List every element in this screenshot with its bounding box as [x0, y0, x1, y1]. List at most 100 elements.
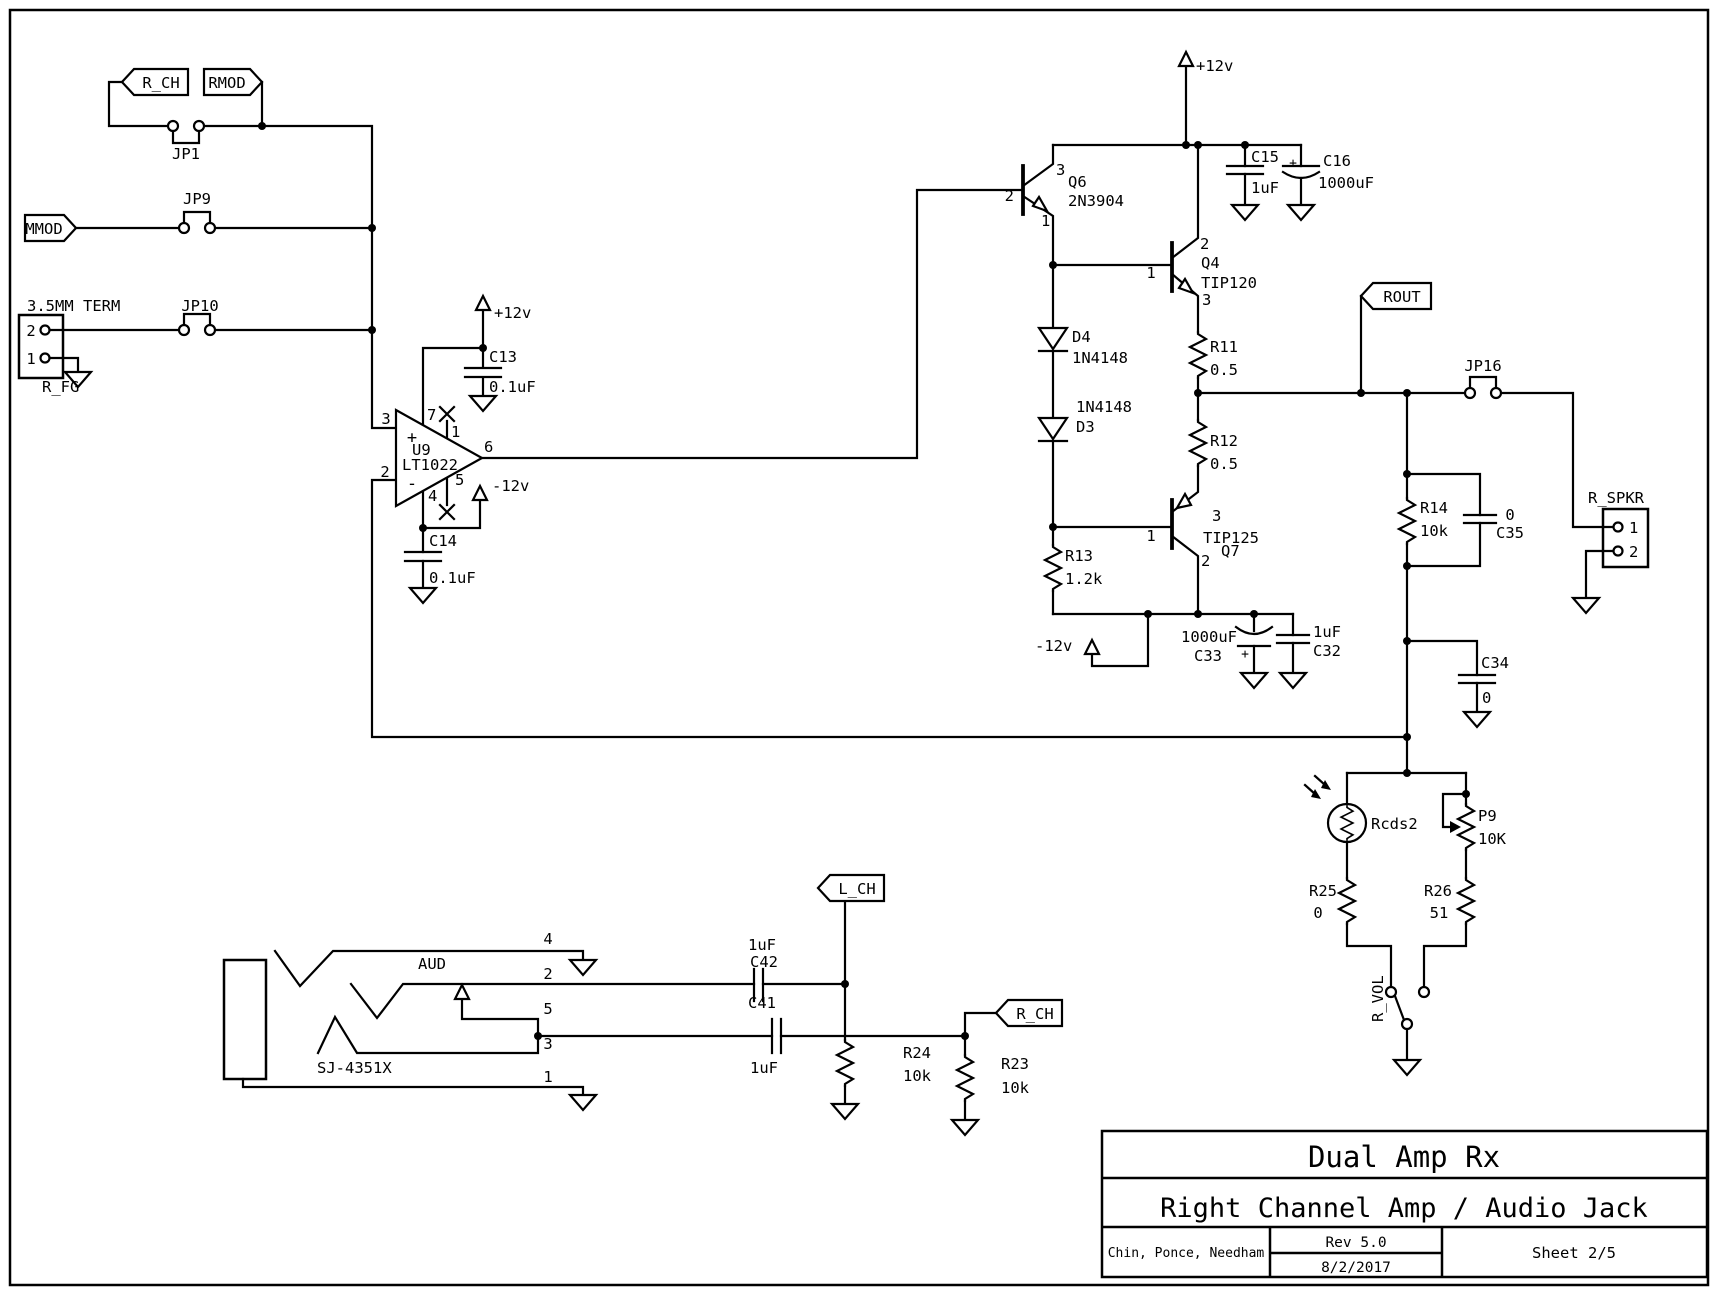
term-pin1-label: 1 [26, 350, 35, 368]
jp10-pad-b [203, 323, 217, 337]
c16-plates [1281, 164, 1321, 180]
flag-r-ch-jack-label: R_CH [1016, 1005, 1053, 1023]
wire-q4-emitter [1170, 272, 1200, 334]
q7-emitter-arrow-icon [1174, 491, 1193, 510]
n12-label: -12v [492, 477, 529, 495]
r13-ref: R13 [1065, 547, 1093, 565]
junction-dots [258, 122, 1470, 1040]
spkr-pin1-pad [1612, 521, 1624, 533]
n12-arrow-icon [471, 484, 489, 502]
term-pin2-label: 2 [26, 322, 35, 340]
r12-ref: R12 [1210, 432, 1238, 450]
r23-resistor [955, 1053, 975, 1103]
c32-value: 1uF [1313, 623, 1341, 641]
opamp-pin7: 7 [427, 406, 436, 424]
q7-base-pin: 1 [1146, 527, 1155, 545]
jack-body [222, 958, 268, 1081]
ground-icon [1286, 203, 1316, 222]
p9-ref: P9 [1478, 807, 1497, 825]
rcds2-ref: Rcds2 [1371, 815, 1418, 833]
opamp-pin4: 4 [428, 487, 437, 505]
wire-output-to-q6 [480, 188, 1025, 460]
spkr-connector-body [1601, 507, 1650, 569]
wire-minus12-opamp [421, 498, 482, 530]
term-pin1-pad [39, 352, 51, 364]
c32-plates [1275, 633, 1311, 645]
q6-emitter-pin: 1 [1041, 212, 1050, 230]
wire-n12-arrow [1090, 612, 1150, 668]
symbols [17, 50, 1650, 1137]
jack-pin3-label: 3 [543, 1035, 552, 1053]
c35-plates [1462, 513, 1498, 525]
opamp-minus: - [407, 474, 417, 494]
jp10-pad-a [177, 323, 191, 337]
r26-resistor [1456, 876, 1476, 926]
c42-plates [752, 967, 765, 1003]
ground-icon [830, 1102, 860, 1121]
opamp-plus: + [407, 428, 417, 448]
rcds2-photocell [1326, 802, 1368, 844]
authors: Chin, Ponce, Needham [1108, 1246, 1265, 1261]
p9-value: 10K [1478, 830, 1507, 848]
wire-jp16-spkr [1499, 391, 1615, 529]
c16-ref: C16 [1323, 152, 1351, 170]
p12-arrow-icon [474, 294, 492, 312]
wires [48, 64, 1615, 1122]
wire-p9-branch [1422, 771, 1468, 989]
wire-spkr-gnd [1584, 549, 1615, 600]
date: 8/2/2017 [1321, 1260, 1391, 1276]
labels: R_CH RMOD JP1 MMOD JP9 3.5MM TERM JP10 2… [25, 57, 1644, 1097]
q4-emitter-arrow-icon [1177, 276, 1196, 296]
wire-cds-branch [1345, 771, 1393, 989]
title-block-dividers [1102, 1176, 1707, 1277]
p12-label: +12v [494, 304, 531, 322]
r25-value: 0 [1313, 904, 1322, 922]
jack-pin4-label: 4 [543, 930, 552, 948]
wire-aud-pin5 [460, 997, 540, 1038]
d4-ref: D4 [1072, 328, 1091, 346]
c16-polarity: + [1289, 156, 1297, 171]
q4-emitter-pin: 3 [1202, 291, 1211, 309]
ground-icon [1462, 710, 1492, 729]
wire-term-pin1-gnd [48, 356, 80, 374]
r12-resistor [1188, 418, 1208, 468]
spkr-pin1-label: 1 [1629, 519, 1638, 537]
flag-mmod [23, 213, 78, 243]
sheet-number: Sheet 2/5 [1532, 1244, 1616, 1262]
spkr-title: R_SPKR [1588, 489, 1645, 507]
jp1-pad-b [192, 119, 206, 133]
c13-plates [463, 366, 503, 379]
c41-value: 1uF [750, 1059, 778, 1077]
ground-icon [468, 394, 498, 413]
wire-q6-collector [1021, 143, 1055, 188]
opamp-pin5: 5 [455, 471, 464, 489]
c34-ref: C34 [1481, 654, 1509, 672]
q7-emitter-pin: 3 [1212, 507, 1221, 525]
opamp-triangle [394, 408, 485, 508]
wire-c34 [1405, 639, 1479, 714]
wire-jack-pin3 [316, 1014, 540, 1055]
flag-r-ch-jack [994, 998, 1064, 1028]
c41-plates [770, 1017, 783, 1055]
jack-pin2-label: 2 [543, 965, 552, 983]
q7-collector-pin: 2 [1201, 552, 1210, 570]
c14-ref: C14 [429, 532, 457, 550]
wire-q4-collector [1170, 143, 1200, 260]
r23-ref: R23 [1001, 1055, 1029, 1073]
light-arrowhead-icon [1311, 789, 1321, 799]
p12-top-label: +12v [1196, 57, 1233, 75]
c41-ref: C41 [748, 994, 776, 1012]
no-connect-icon [438, 405, 456, 423]
flag-r-fg-label: R_FG [42, 378, 79, 396]
d4-diode [1036, 326, 1070, 351]
opamp-pin6: 6 [484, 438, 493, 456]
jp1-label: JP1 [172, 145, 200, 163]
opamp-part: LT1022 [402, 456, 458, 474]
c33-ref: C33 [1194, 647, 1222, 665]
wire-p9-wiper [1441, 792, 1468, 829]
aud-arrow-icon [453, 983, 471, 1001]
jack-pin5-label: 5 [543, 1000, 552, 1018]
ground-icon [1392, 1058, 1422, 1077]
flag-r-ch [120, 67, 190, 97]
